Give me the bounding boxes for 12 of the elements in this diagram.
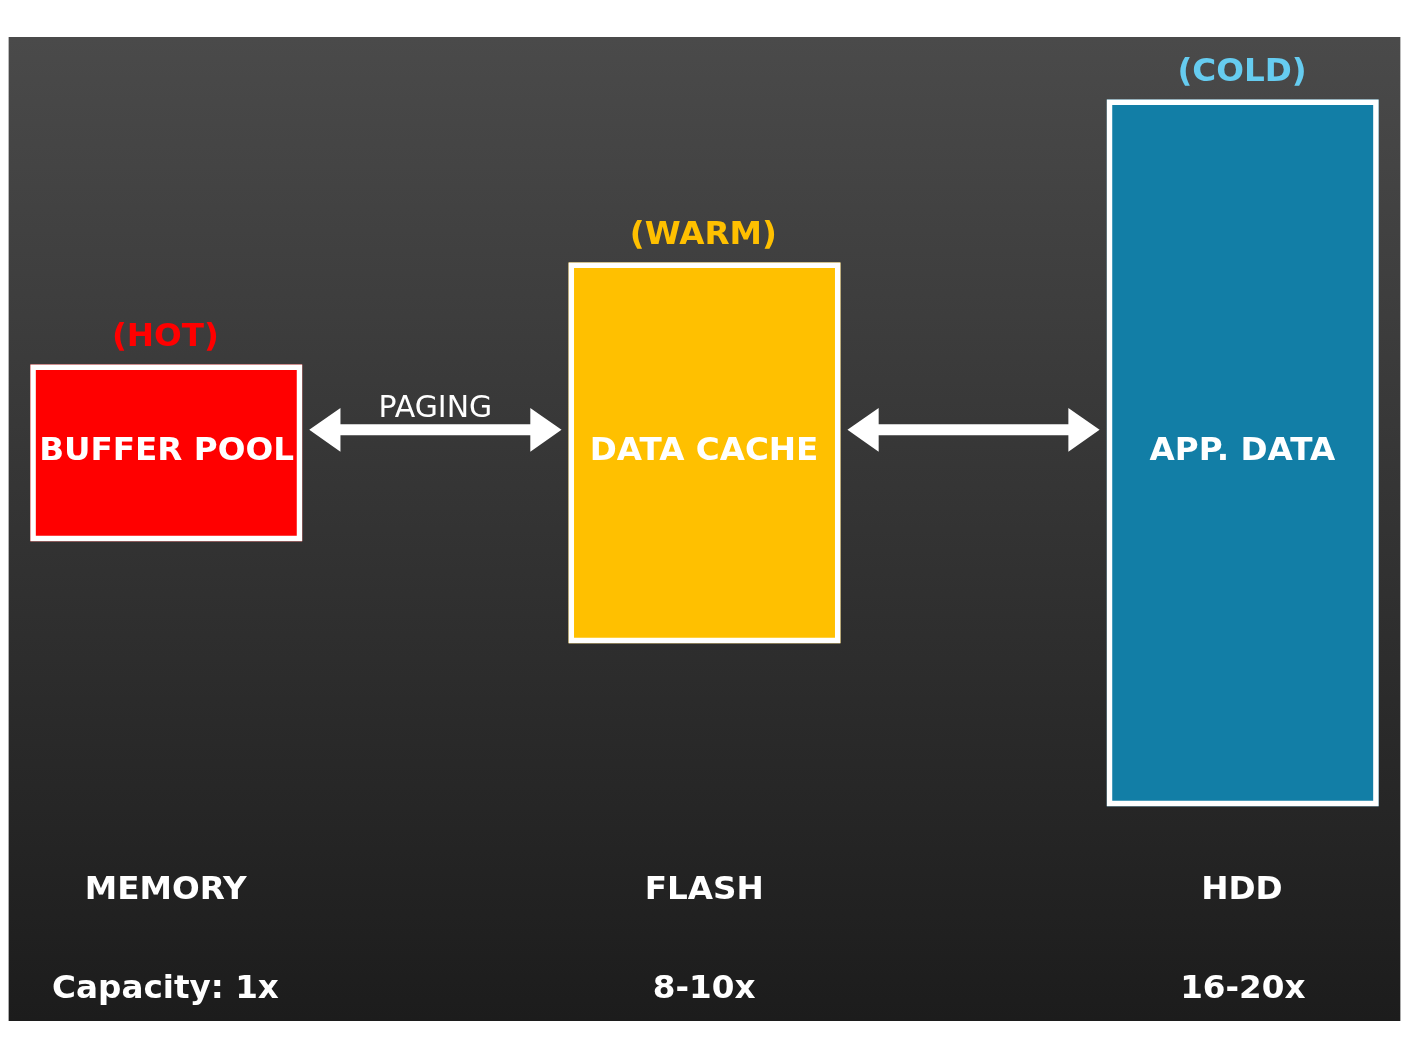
node-label: (HOT) xyxy=(111,315,219,354)
arrow xyxy=(309,407,562,452)
label: HDD xyxy=(1201,868,1283,907)
label: MEMORY xyxy=(84,868,247,907)
node-label: (COLD) xyxy=(1177,50,1307,89)
node-label: (WARM) xyxy=(629,213,777,252)
label: Capacity: 1x xyxy=(52,968,279,1007)
edge-label: PAGING xyxy=(378,389,493,425)
label: 8-10x xyxy=(652,968,756,1007)
label: 16-20x xyxy=(1180,968,1306,1007)
arrow xyxy=(847,407,1100,452)
label: FLASH xyxy=(644,868,764,907)
